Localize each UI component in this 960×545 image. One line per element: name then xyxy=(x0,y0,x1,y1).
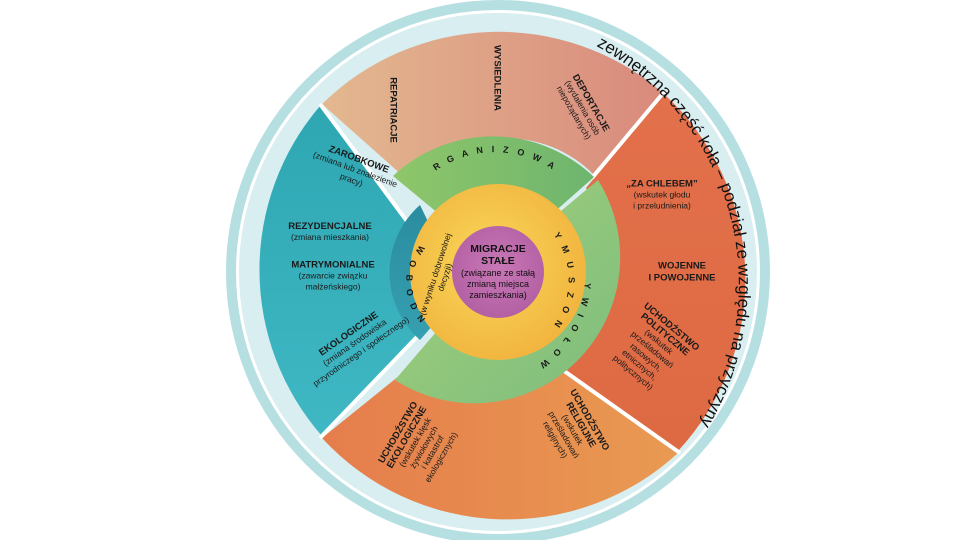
ring-zorganizowane xyxy=(393,136,594,214)
sector-top xyxy=(322,31,662,185)
sector-right-label-0-line-0: „ZA CHLEBEM” xyxy=(626,179,698,190)
sector-left-label-2: MATRYMONIALNE(zawarcie związkumałżeńskie… xyxy=(291,260,374,292)
svg-text:MIGRACJE: MIGRACJE xyxy=(470,243,525,255)
sector-top-label-1-line-0: WYSIEDLENIA xyxy=(491,45,502,111)
sector-left-label-2-line-0: MATRYMONIALNE xyxy=(291,260,374,271)
sector-left xyxy=(259,106,458,436)
center-label: MIGRACJE STAŁE (związane ze stałą zmianą… xyxy=(461,243,535,300)
sector-right-label-1-line-0: WOJENNE xyxy=(658,261,706,272)
sector-left-label-1-line-0: REZYDENCJALNE xyxy=(288,221,371,232)
sector-right-label-0-line-2: i przeludnienia) xyxy=(633,200,691,210)
svg-text:zamieszkania): zamieszkania) xyxy=(469,290,527,300)
sector-left-label-1-line-1: (zmiana mieszkania) xyxy=(291,232,369,242)
sector-right-label-0-line-1: (wskutek głodu xyxy=(634,189,691,199)
sector-left-label-1: REZYDENCJALNE(zmiana mieszkania) xyxy=(288,221,371,242)
svg-text:STAŁE: STAŁE xyxy=(481,255,515,267)
sector-top-label-0-line-0: REPATRIACJE xyxy=(387,77,398,143)
sector-bottom xyxy=(322,367,678,520)
outer-sectors xyxy=(259,31,746,520)
center-circle xyxy=(452,226,544,318)
svg-text:(związane ze stałą: (związane ze stałą xyxy=(461,268,535,278)
svg-text:zmianą miejsca: zmianą miejsca xyxy=(467,279,529,289)
sector-right xyxy=(560,94,746,451)
sector-left-label-2-line-2: małżeńskiego) xyxy=(306,281,361,291)
sector-top-label-1: WYSIEDLENIA xyxy=(491,45,502,111)
sector-left-label-2-line-1: (zawarcie związku xyxy=(299,270,368,280)
sector-top-label-0: REPATRIACJE xyxy=(387,77,398,143)
sector-right-label-1-line-1: I POWOJENNE xyxy=(648,273,715,284)
